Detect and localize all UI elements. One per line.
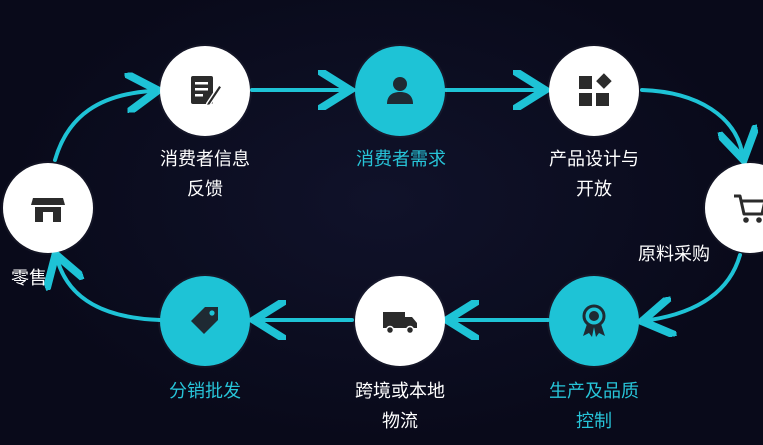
step-demand-label: 消费者需求 xyxy=(343,145,459,175)
step-distribution-node xyxy=(160,276,250,366)
step-purchase-node xyxy=(705,163,763,253)
step-demand-node xyxy=(355,46,445,136)
step-retail-node xyxy=(3,163,93,253)
blocks-icon xyxy=(579,73,612,106)
step-logistics-label: 跨境或本地 物流 xyxy=(342,377,458,437)
step-design-line-1: 产品设计与 xyxy=(549,149,639,170)
step-demand-line-1: 消费者需求 xyxy=(356,149,446,170)
step-feedback-node xyxy=(160,46,250,136)
step-distribution-line-1: 分销批发 xyxy=(169,381,241,402)
step-production-line-1: 生产及品质 xyxy=(549,381,639,402)
price-tag-icon xyxy=(191,307,218,334)
step-distribution-label: 分销批发 xyxy=(147,377,263,407)
award-ribbon-icon xyxy=(582,304,606,337)
document-edit-icon xyxy=(191,76,224,108)
step-feedback-line-2: 反馈 xyxy=(187,179,223,200)
step-design-label: 产品设计与 开放 xyxy=(536,145,652,205)
step-purchase-line-1: 原料采购 xyxy=(638,244,710,265)
arrow-retail-to-feedback xyxy=(53,91,150,162)
step-production-node xyxy=(549,276,639,366)
user-icon xyxy=(387,77,413,104)
step-production-label: 生产及品质 控制 xyxy=(536,377,652,437)
step-design-line-2: 开放 xyxy=(576,179,612,200)
arrow-distribution-to-retail xyxy=(58,262,162,322)
arrow-purchase-to-production xyxy=(650,253,742,320)
step-production-line-2: 控制 xyxy=(576,411,612,432)
arrow-design-to-purchase xyxy=(640,88,742,152)
shopping-cart-icon xyxy=(734,194,763,223)
step-feedback-line-1: 消费者信息 xyxy=(160,149,250,170)
step-purchase-label: 原料采购 xyxy=(638,240,748,270)
step-design-node xyxy=(549,46,639,136)
step-logistics-line-1: 跨境或本地 xyxy=(355,381,445,402)
step-logistics-node xyxy=(355,276,445,366)
truck-icon xyxy=(383,312,417,335)
step-retail-line-1: 零售 xyxy=(11,268,47,289)
step-logistics-line-2: 物流 xyxy=(382,411,418,432)
step-retail-label: 零售 xyxy=(11,264,71,294)
storefront-icon xyxy=(31,198,65,222)
step-feedback-label: 消费者信息 反馈 xyxy=(147,145,263,205)
